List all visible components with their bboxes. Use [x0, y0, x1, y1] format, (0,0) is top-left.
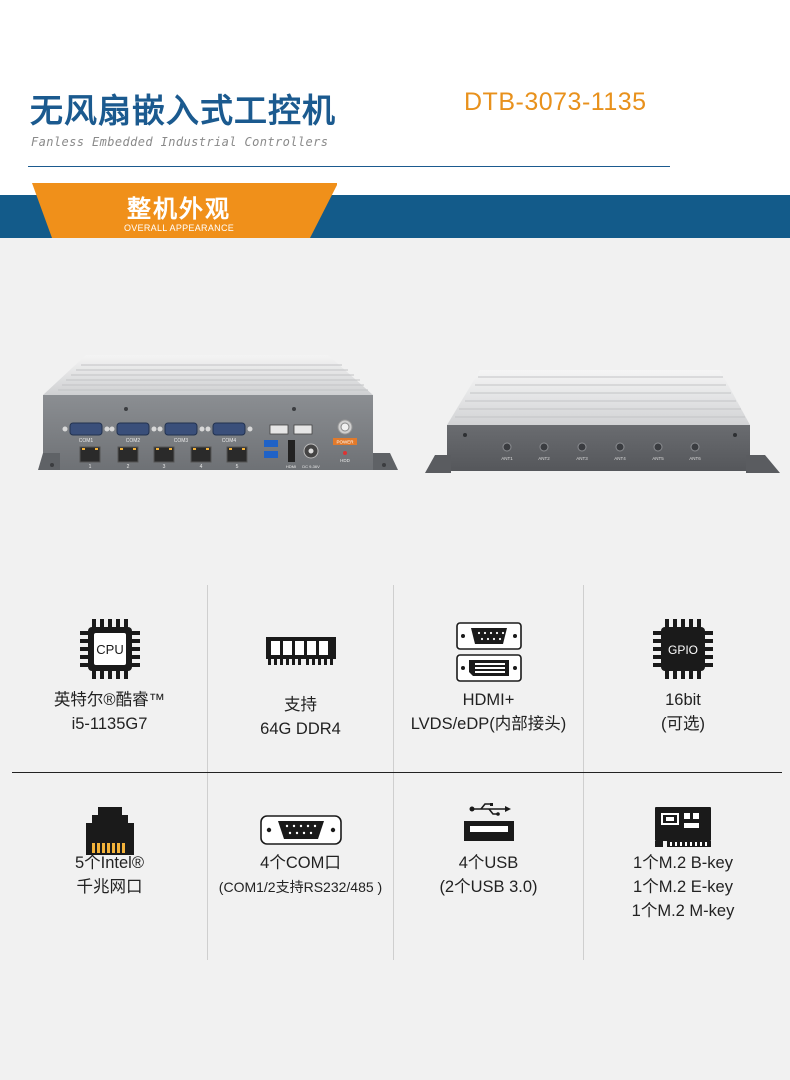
- device-front-image: COM1 COM2 COM3 COM4 1 2 3 4 5 HDMI DC 9-…: [38, 355, 398, 470]
- page-subtitle: Fanless Embedded Industrial Controllers: [31, 135, 329, 149]
- feature-ethernet: 5个Intel® 千兆网口: [12, 773, 207, 960]
- feature-display: HDMI+ LVDS/eDP(内部接头): [394, 585, 583, 772]
- feature-line: 1个M.2 E-key: [633, 878, 733, 896]
- svg-text:GPIO: GPIO: [668, 643, 698, 657]
- feature-usb: 4个USB (2个USB 3.0): [394, 773, 583, 960]
- com4-label: COM4: [222, 438, 237, 444]
- feature-line: 千兆网口: [76, 878, 143, 896]
- feature-line: 1个M.2 B-key: [633, 854, 733, 872]
- gpio-icon: GPIO: [653, 619, 713, 679]
- device-back-image: ANT1 ANT2 ANT3 ANT4 ANT5 ANT6: [425, 370, 780, 473]
- cpu-icon: CPU: [79, 619, 140, 679]
- usb-icon: [463, 803, 514, 841]
- m2-card-icon: [655, 807, 711, 847]
- feature-line: 4个USB: [458, 854, 519, 872]
- feature-line: 16bit: [665, 691, 701, 709]
- power-label: POWER: [336, 440, 354, 445]
- svg-text:CPU: CPU: [96, 642, 123, 657]
- feature-m2: 1个M.2 B-key 1个M.2 E-key 1个M.2 M-key: [584, 773, 782, 960]
- hdd-label: HDD: [340, 458, 350, 463]
- ant3-label: ANT3: [576, 456, 588, 461]
- com3-label: COM3: [174, 438, 189, 444]
- lan5-label: 5: [236, 464, 239, 470]
- com1-label: COM1: [79, 438, 94, 444]
- com2-label: COM2: [126, 438, 141, 444]
- lan4-label: 4: [200, 464, 203, 470]
- feature-line: 1个M.2 M-key: [631, 902, 735, 920]
- feature-ram: 支持 64G DDR4: [208, 585, 393, 772]
- ram-icon: [265, 637, 336, 665]
- feature-line: 4个COM口: [260, 854, 341, 872]
- feature-line: (COM1/2支持RS232/485 ): [218, 879, 383, 895]
- ant6-label: ANT6: [689, 456, 701, 461]
- dc-label: DC 9-36V: [302, 464, 320, 469]
- header: 无风扇嵌入式工控机 DTB-3073-1135 Fanless Embedded…: [0, 0, 790, 195]
- serial-port-icon: [259, 815, 342, 845]
- ant1-label: ANT1: [501, 456, 513, 461]
- feature-serial: 4个COM口 (COM1/2支持RS232/485 ): [208, 773, 393, 960]
- lan2-label: 2: [127, 464, 130, 470]
- page-title: 无风扇嵌入式工控机: [30, 92, 336, 129]
- feature-gpio: GPIO 16bit (可选): [584, 585, 782, 772]
- feature-line: 5个Intel®: [74, 854, 145, 872]
- section-subtitle: OVERALL APPEARANCE: [123, 223, 235, 233]
- feature-line: i5-1135G7: [71, 715, 148, 733]
- grid-row-divider: [12, 772, 782, 773]
- lan3-label: 3: [163, 464, 166, 470]
- feature-cpu: CPU 英特尔®酷睿™ i5-1135G7: [12, 585, 207, 772]
- section-title: 整机外观: [127, 196, 231, 223]
- feature-grid: CPU 英特尔®酷睿™ i5-1135G7 支持 64G DDR4: [12, 585, 782, 965]
- ethernet-icon: [85, 807, 134, 855]
- hdmi-label: HDMI: [286, 464, 296, 469]
- display-ports-icon: [455, 622, 522, 682]
- feature-line: HDMI+: [462, 691, 515, 709]
- feature-line: LVDS/eDP(内部接头): [410, 715, 567, 733]
- lan1-label: 1: [89, 464, 92, 470]
- section-tab-shape: [32, 183, 337, 238]
- ant5-label: ANT5: [652, 456, 664, 461]
- header-divider: [28, 166, 670, 167]
- model-number: DTB-3073-1135: [464, 88, 647, 116]
- ant4-label: ANT4: [614, 456, 626, 461]
- feature-line: 英特尔®酷睿™: [53, 691, 166, 709]
- feature-line: (2个USB 3.0): [439, 878, 538, 896]
- feature-line: 支持: [284, 696, 317, 714]
- ant2-label: ANT2: [538, 456, 550, 461]
- feature-line: 64G DDR4: [260, 720, 341, 738]
- feature-line: (可选): [661, 715, 705, 733]
